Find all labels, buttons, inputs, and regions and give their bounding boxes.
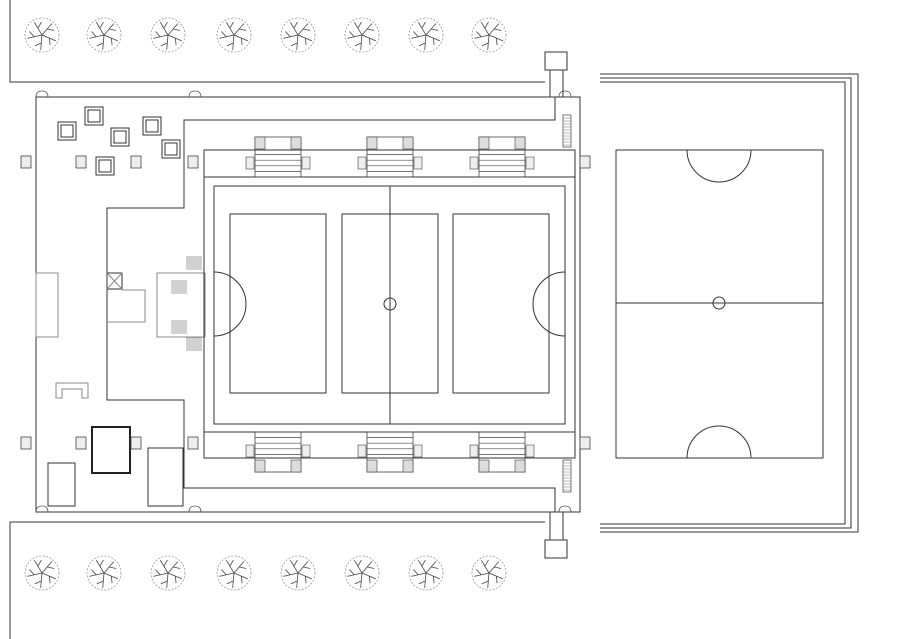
outdoor-top-goal-arc [686,149,752,183]
tree-icon [24,17,60,53]
restroom-c [147,447,184,507]
grandstand [245,136,311,178]
grandstand [357,431,423,473]
indoor-field [203,136,576,473]
pedestal [57,121,77,141]
outdoor-pitch [615,149,824,459]
column-icon [130,436,142,450]
tree-icon [86,555,122,591]
side-stair [562,114,572,148]
left-goal-arc [213,271,247,337]
column-icon [75,155,87,169]
column-icon [75,436,87,450]
tree-icon [471,17,507,53]
grandstand [357,136,423,178]
restroom-b [47,462,76,507]
outdoor-boundary [600,73,859,533]
pedestal [161,139,181,159]
pedestal [142,116,162,136]
display-pedestals [57,106,181,176]
tree-rows [24,17,507,591]
tree-icon [344,17,380,53]
tree-icon [216,17,252,53]
restroom-a [91,426,131,474]
column-icon [20,155,32,169]
door-icon [558,505,572,513]
column-icon [579,155,591,169]
grandstands [245,136,535,473]
column-icon [187,436,199,450]
grandstand [245,431,311,473]
tree-icon [150,17,186,53]
side-stair [562,459,572,493]
door-icon [558,90,572,98]
pitch-zone [229,213,327,394]
door-icon [35,505,49,513]
pedestal [110,127,130,147]
tree-icon [280,17,316,53]
main-stairs [156,256,206,351]
outdoor-center-circle [712,296,726,310]
tree-icon [216,555,252,591]
side-stairs [562,114,572,493]
tree-icon [280,555,316,591]
tree-icon [150,555,186,591]
elevator [106,272,123,290]
pitch-zone [341,213,439,394]
pitch-zone [452,213,550,394]
doors [35,90,572,513]
tree-icon [24,555,60,591]
grandstand [469,431,535,473]
elevator-lobby [107,289,146,323]
column-icon [579,436,591,450]
column-icon [130,155,142,169]
tree-icon [408,555,444,591]
column-icon [20,436,32,450]
inner-corridor [106,97,556,512]
right-goal-arc [532,271,566,337]
grandstand [469,136,535,178]
field-hall [203,149,576,459]
tree-icon [408,17,444,53]
door-icon [35,90,49,98]
pitch-zones [229,213,550,394]
entrance-lobby-room [35,272,59,338]
site-boundary [9,0,545,639]
center-circle [383,297,397,311]
door-icon [188,90,202,98]
stair-towers [544,51,568,559]
sports-hall-building [20,90,591,513]
tree-icon [471,555,507,591]
door-icon [188,505,202,513]
reception-desk [55,382,89,399]
pedestal [84,106,104,126]
tree-icon [344,555,380,591]
outdoor-bottom-goal-arc [686,425,752,459]
column-icon [187,155,199,169]
tree-icon [86,17,122,53]
outdoor-field [600,73,859,533]
columns [20,155,591,450]
pedestal [95,156,115,176]
